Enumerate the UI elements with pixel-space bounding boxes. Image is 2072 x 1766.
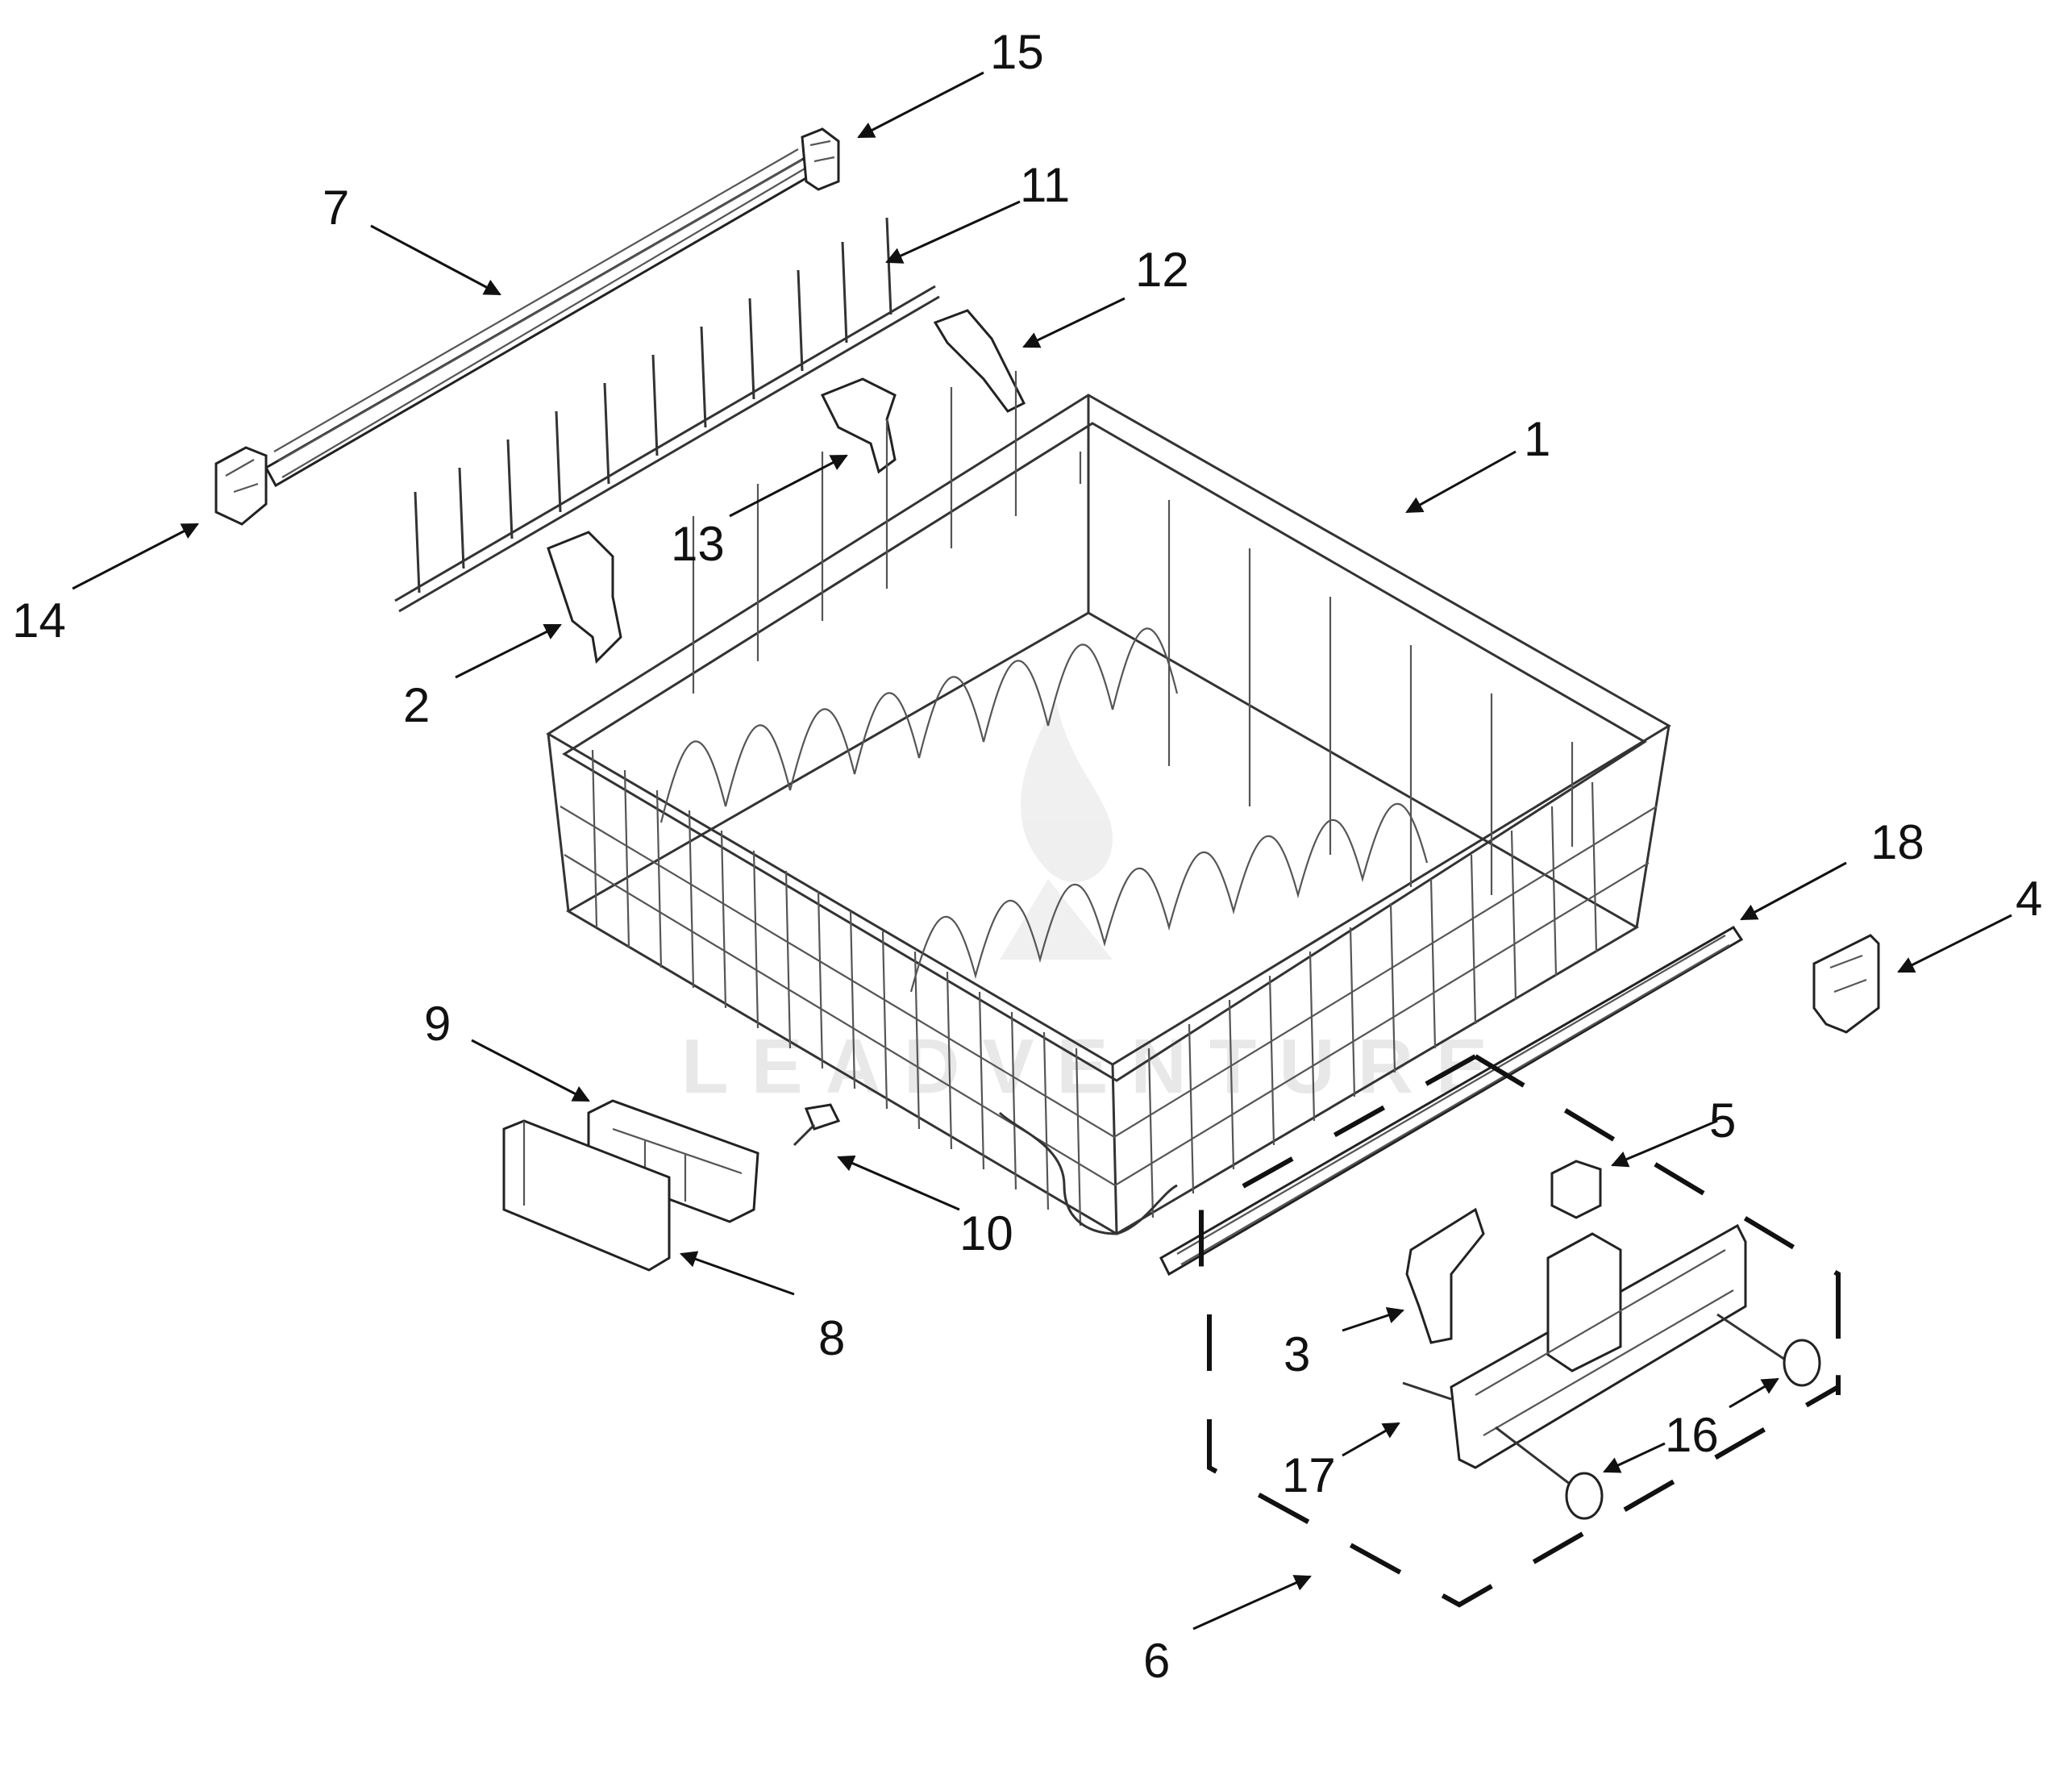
callout-11: 11 xyxy=(1020,158,1070,212)
leader-5 xyxy=(1611,1119,1718,1168)
leader-8 xyxy=(680,1251,795,1296)
callout-7: 7 xyxy=(322,181,349,235)
part-18-rail xyxy=(1159,925,1744,1277)
leader-6 xyxy=(1192,1575,1312,1631)
callout-9: 9 xyxy=(424,997,451,1051)
leader-13 xyxy=(729,454,848,518)
leader-18 xyxy=(1740,861,1847,921)
callout-4: 4 xyxy=(2016,872,2042,926)
watermark: LEADVENTURE xyxy=(681,702,1510,1110)
callout-2: 2 xyxy=(403,678,430,732)
leader-14 xyxy=(72,523,199,590)
part-11-tine-row xyxy=(394,217,940,613)
part-16-wheels xyxy=(1495,1313,1821,1520)
part-4-clip xyxy=(1812,934,1880,1034)
callout-8: 8 xyxy=(818,1311,845,1365)
part-17-pin xyxy=(1402,1381,1452,1401)
leader-16a xyxy=(1603,1442,1666,1473)
part-5-block xyxy=(1550,1160,1602,1219)
part-8-handle-cover xyxy=(502,1119,671,1272)
part-2-clip xyxy=(547,531,622,664)
part-3-lever xyxy=(1405,1207,1485,1344)
part-14-end-cap xyxy=(214,446,268,526)
callout-10: 10 xyxy=(959,1206,1013,1260)
leader-4 xyxy=(1897,914,2012,973)
callout-5: 5 xyxy=(1709,1093,1736,1147)
callout-3: 3 xyxy=(1284,1327,1310,1381)
leader-10 xyxy=(837,1155,960,1211)
leader-2 xyxy=(455,623,562,679)
watermark-text: LEADVENTURE xyxy=(681,1023,1510,1110)
leader-1 xyxy=(1405,450,1517,514)
callout-1: 1 xyxy=(1524,412,1550,466)
leader-11 xyxy=(885,200,1021,264)
callout-17: 17 xyxy=(1282,1448,1336,1502)
leader-3 xyxy=(1342,1307,1404,1332)
leader-15 xyxy=(857,71,984,139)
callout-6: 6 xyxy=(1143,1634,1170,1688)
part-15-clip xyxy=(801,127,840,191)
leader-17 xyxy=(1342,1422,1400,1457)
callout-12: 12 xyxy=(1135,243,1189,297)
part-1-rack xyxy=(546,371,1671,1235)
callout-16: 16 xyxy=(1665,1408,1719,1462)
leader-lines xyxy=(72,71,2012,1631)
leader-7 xyxy=(370,224,501,296)
part-12-clip xyxy=(933,309,1026,413)
callout-13: 13 xyxy=(671,517,725,571)
leader-9 xyxy=(471,1039,590,1102)
part-10-screw xyxy=(793,1103,841,1147)
callout-14: 14 xyxy=(12,594,66,648)
part-6-assembly-outline xyxy=(1199,1054,1841,1608)
part-6-adjuster-body xyxy=(1450,1223,1747,1469)
callout-15: 15 xyxy=(990,25,1044,79)
leader-12 xyxy=(1022,297,1125,348)
part-13-clip xyxy=(820,377,897,474)
leader-16b xyxy=(1729,1377,1779,1409)
callout-labels: 1 2 3 4 5 6 7 8 9 10 11 12 13 14 15 16 1… xyxy=(12,25,2042,1688)
callout-18: 18 xyxy=(1870,815,1924,869)
part-7-rail xyxy=(264,148,816,488)
